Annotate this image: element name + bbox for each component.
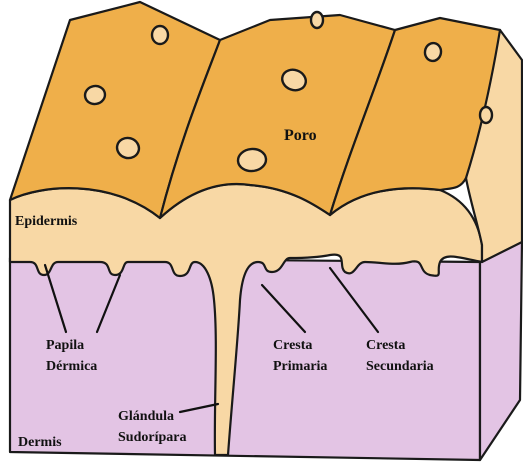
pore-6 — [311, 12, 323, 28]
label-cresta-secundaria-line2: Secundaria — [366, 359, 434, 374]
pore-3 — [152, 26, 168, 44]
label-glandula-line2: Sudorípara — [118, 430, 186, 445]
pore-4 — [237, 148, 267, 172]
label-dermis: Dermis — [18, 435, 62, 450]
label-cresta-primaria-line1: Cresta — [273, 338, 312, 353]
label-papila-line2: Dérmica — [46, 359, 97, 374]
pore-8 — [480, 107, 492, 123]
label-cresta-secundaria-line1: Cresta — [366, 338, 405, 353]
label-glandula-line1: Glándula — [118, 409, 174, 424]
label-poro: Poro — [284, 127, 317, 144]
label-cresta-primaria-line2: Primaria — [273, 359, 327, 374]
dermis-right-face — [480, 240, 522, 460]
label-papila-line1: Papila — [46, 338, 84, 353]
label-epidermis: Epidermis — [15, 214, 78, 229]
